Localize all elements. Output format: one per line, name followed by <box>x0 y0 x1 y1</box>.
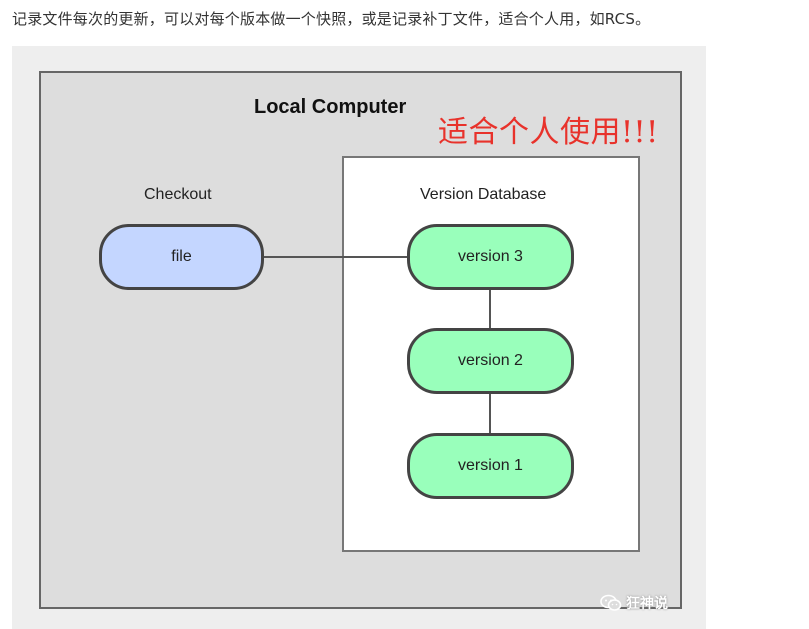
intro-text: 记录文件每次的更新，可以对每个版本做一个快照，或是记录补丁文件，适合个人用，如R… <box>12 10 651 28</box>
version-2-node: version 2 <box>407 328 574 394</box>
watermark-text: 狂神说 <box>626 596 668 612</box>
checkout-label: Checkout <box>144 186 212 203</box>
wechat-icon <box>600 594 622 611</box>
watermark: 狂神说 <box>600 593 668 613</box>
handwritten-annotation: 适合个人使用!!! <box>438 115 659 150</box>
diagram-title: Local Computer <box>254 96 407 118</box>
version-database-label: Version Database <box>420 186 547 203</box>
version-1-node: version 1 <box>407 433 574 499</box>
version-3-node: version 3 <box>407 224 574 290</box>
file-node: file <box>99 224 264 290</box>
